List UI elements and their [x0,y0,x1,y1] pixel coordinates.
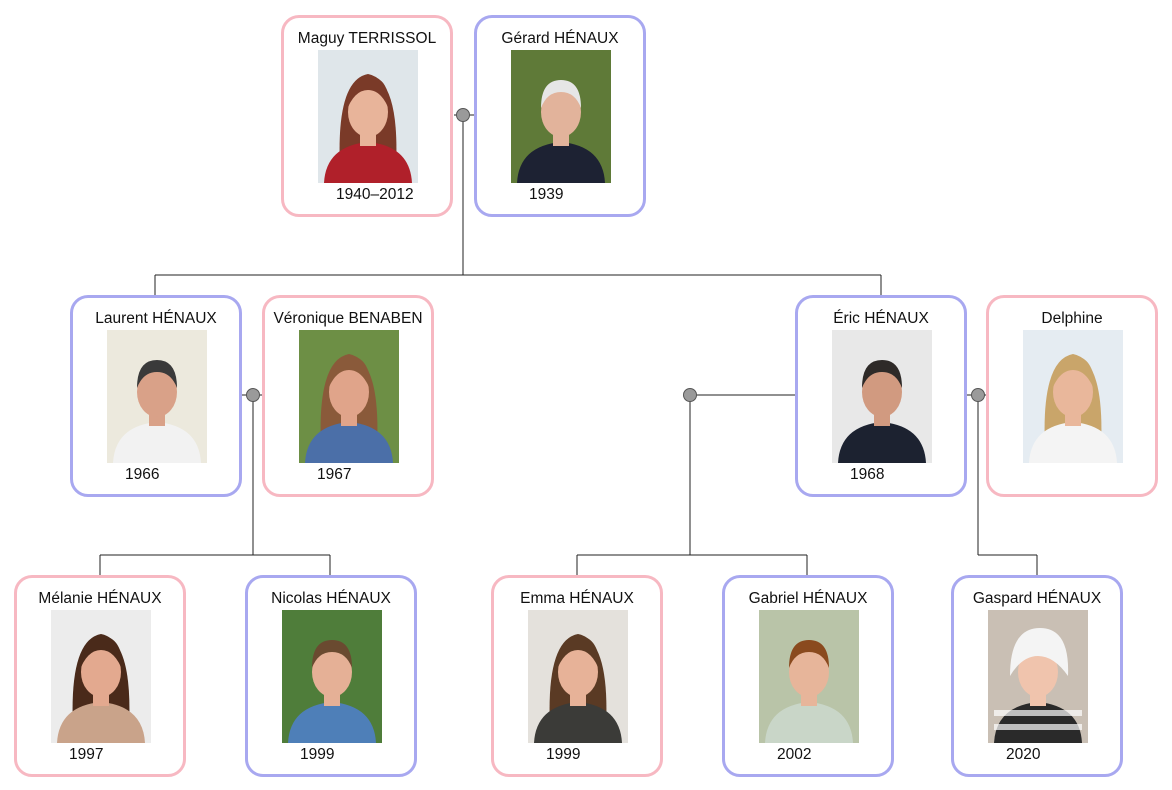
person-card-nicolas[interactable]: Nicolas HÉNAUX 1999 [245,575,417,777]
person-name: Gaspard HÉNAUX [972,590,1102,607]
person-years: 1997 [69,746,104,763]
person-years: 2002 [777,746,812,763]
person-years: 2020 [1006,746,1041,763]
portrait-photo-man [759,610,859,743]
union-marker[interactable] [246,388,260,402]
union-marker[interactable] [456,108,470,122]
person-card-emma[interactable]: Emma HÉNAUX 1999 [491,575,663,777]
portrait-photo-woman [299,330,399,463]
person-years: 1939 [529,186,564,203]
person-name: Gabriel HÉNAUX [748,590,868,607]
person-name: Delphine [1041,310,1103,327]
person-years: 1999 [300,746,335,763]
person-years: 1940–2012 [336,186,414,203]
union-marker[interactable] [971,388,985,402]
person-card-gaspard[interactable]: Gaspard HÉNAUX 2020 [951,575,1123,777]
portrait-photo-woman [51,610,151,743]
portrait-photo-woman [528,610,628,743]
person-name: Nicolas HÉNAUX [271,590,391,607]
person-card-laurent[interactable]: Laurent HÉNAUX 1966 [70,295,242,497]
person-card-gabriel[interactable]: Gabriel HÉNAUX 2002 [722,575,894,777]
person-name: Mélanie HÉNAUX [38,590,162,607]
person-name: Maguy TERRISSOL [297,30,437,47]
portrait-photo-baby [988,610,1088,743]
person-name: Éric HÉNAUX [833,310,929,327]
portrait-photo-woman [1023,330,1123,463]
person-name: Gérard HÉNAUX [501,30,619,47]
person-card-gerard[interactable]: Gérard HÉNAUX 1939 [474,15,646,217]
person-card-melanie[interactable]: Mélanie HÉNAUX 1997 [14,575,186,777]
person-years: 1968 [850,466,885,483]
person-years: 1967 [317,466,352,483]
portrait-photo-man [832,330,932,463]
portrait-photo-man [511,50,611,183]
person-card-delphine[interactable]: Delphine [986,295,1158,497]
person-card-veronique[interactable]: Véronique BENABEN 1967 [262,295,434,497]
portrait-photo-woman [318,50,418,183]
union-marker[interactable] [683,388,697,402]
portrait-photo-man [282,610,382,743]
person-card-maguy[interactable]: Maguy TERRISSOL 1940–2012 [281,15,453,217]
person-years: 1966 [125,466,160,483]
person-name: Véronique BENABEN [273,310,423,327]
portrait-photo-man [107,330,207,463]
person-years: 1999 [546,746,581,763]
person-card-eric[interactable]: Éric HÉNAUX 1968 [795,295,967,497]
person-name: Emma HÉNAUX [520,590,634,607]
person-name: Laurent HÉNAUX [95,310,217,327]
